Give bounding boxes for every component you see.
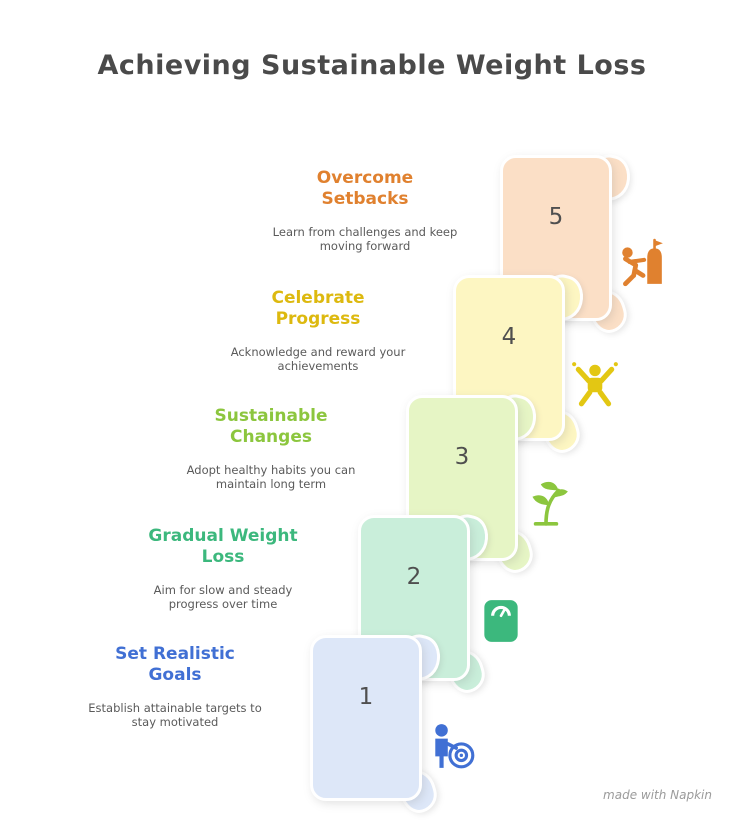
cheering-person-icon [570,360,620,410]
page-title: Achieving Sustainable Weight Loss [97,50,647,81]
weight-scale-icon [476,596,526,646]
step-3-number: 3 [454,444,470,470]
step-1-scroll: 1 [310,630,445,818]
step-3-text: Sustainable Changes Adopt healthy habits… [176,406,366,491]
step-4-text: Celebrate Progress Acknowledge and rewar… [223,288,413,373]
scroll-body: 1 [310,635,422,801]
step-5-text: Overcome Setbacks Learn from challenges … [270,168,460,253]
step-5-label: Overcome Setbacks [316,168,414,209]
step-2-number: 2 [406,564,422,590]
step-5-number: 5 [548,204,564,230]
step-1-label: Set Realistic Goals [115,644,235,685]
step-3-description: Adopt healthy habits you can maintain lo… [186,463,356,491]
step-5-description: Learn from challenges and keep moving fo… [272,225,458,253]
sprout-icon [521,478,571,528]
step-1-description: Establish attainable targets to stay mot… [88,701,262,729]
step-4-description: Acknowledge and reward your achievements [230,345,406,373]
step-2-text: Gradual Weight Loss Aim for slow and ste… [128,526,318,611]
step-2-description: Aim for slow and steady progress over ti… [153,583,293,611]
person-target-icon [428,722,478,772]
step-4-number: 4 [501,324,517,350]
step-1-text: Set Realistic Goals Establish attainable… [80,644,270,729]
step-1-number: 1 [358,684,374,710]
step-4-label: Celebrate Progress [271,288,365,329]
step-2-label: Gradual Weight Loss [148,526,298,567]
step-3-label: Sustainable Changes [214,406,328,447]
watermark: made with Napkin [603,788,712,802]
person-climbing-obstacle-icon [616,238,666,288]
